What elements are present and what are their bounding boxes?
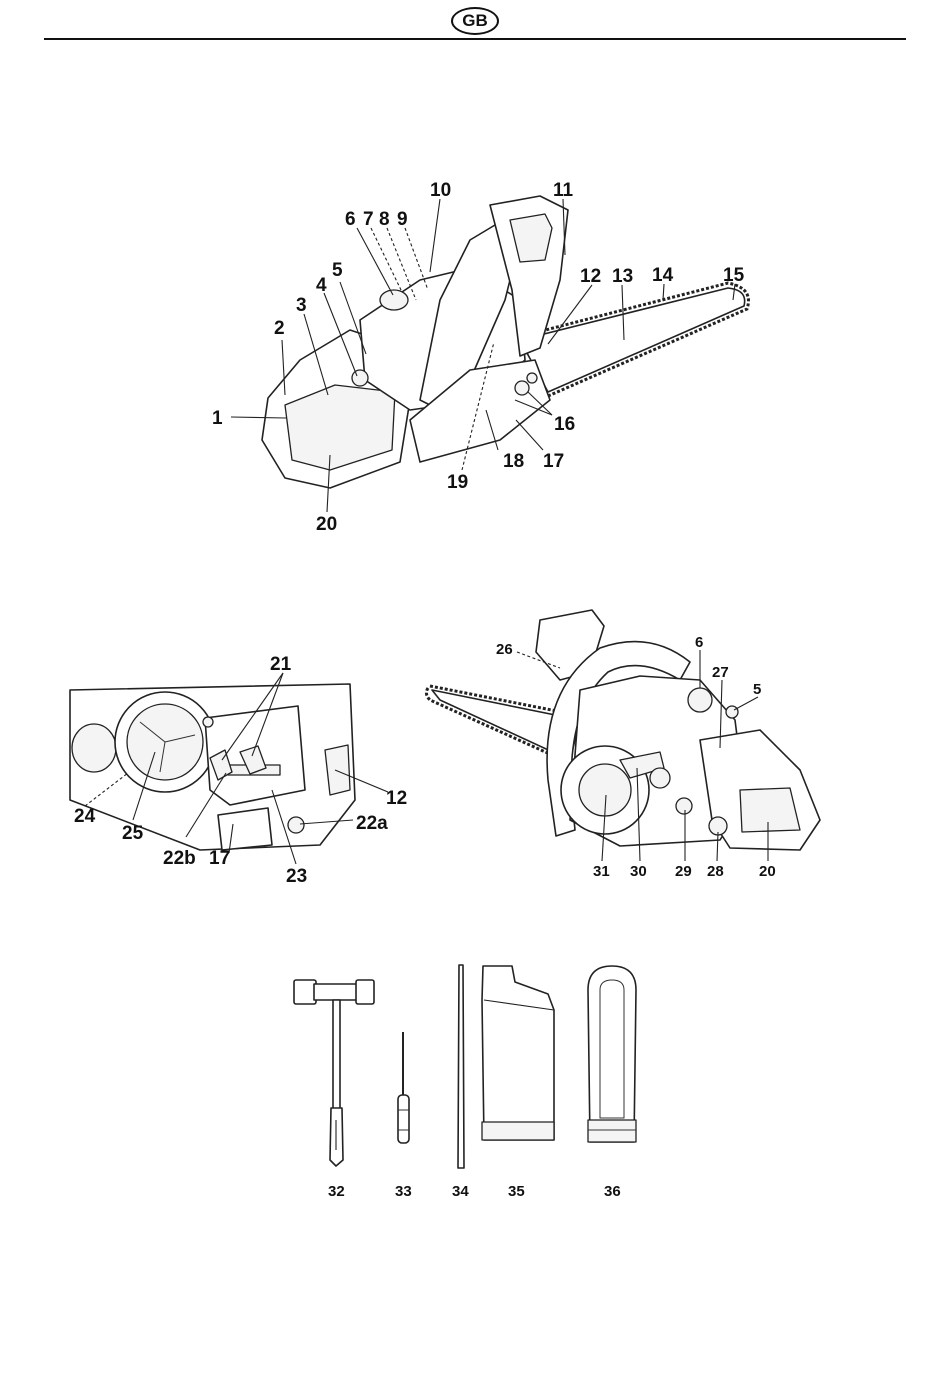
label-8: 8	[379, 209, 390, 230]
label-7: 7	[363, 209, 374, 230]
choke-knob	[352, 370, 368, 386]
label-24: 24	[74, 806, 96, 827]
label-23: 23	[286, 866, 307, 887]
figure-1-chainsaw: 1 2 3 4 5 6 7 8 9 10 11 12 13 14 15 16 1…	[212, 180, 748, 535]
label-35: 35	[508, 1183, 525, 1200]
decompression	[650, 768, 670, 788]
label-17: 17	[543, 451, 564, 472]
label-22a: 22a	[356, 813, 388, 834]
label-31: 31	[593, 863, 610, 880]
label-30: 30	[630, 863, 647, 880]
label-21: 21	[270, 654, 292, 675]
chain-file	[458, 965, 464, 1168]
label-17b: 17	[209, 848, 230, 869]
label-36: 36	[604, 1183, 621, 1200]
chain-catcher	[218, 808, 272, 850]
rear-handle-opening	[740, 788, 800, 832]
label-26: 26	[496, 641, 513, 658]
spark-boss	[72, 724, 116, 772]
figure-4-accessories: 32 33 34 35 36	[294, 965, 636, 1200]
bar-nut-2	[527, 373, 537, 383]
label-20b: 20	[759, 863, 776, 880]
combination-wrench	[294, 980, 374, 1166]
label-16: 16	[554, 414, 575, 435]
label-20: 20	[316, 514, 337, 535]
fuel-cap	[380, 290, 408, 310]
label-12: 12	[580, 266, 601, 287]
label-6: 6	[345, 209, 356, 230]
bar-nut	[515, 381, 529, 395]
label-13: 13	[612, 266, 633, 287]
label-29: 29	[675, 863, 692, 880]
label-33: 33	[395, 1183, 412, 1200]
bar-cover	[588, 966, 636, 1142]
label-5: 5	[332, 260, 343, 281]
label-22b: 22b	[163, 848, 196, 869]
label-28: 28	[707, 863, 724, 880]
fuel-cap-side	[688, 688, 712, 712]
choke-knob-side	[726, 706, 738, 718]
label-18: 18	[503, 451, 524, 472]
label-27: 27	[712, 664, 729, 681]
label-15: 15	[723, 265, 745, 286]
primer-bulb	[676, 798, 692, 814]
label-19: 19	[447, 472, 468, 493]
label-34: 34	[452, 1183, 469, 1200]
plate-bolt	[203, 717, 213, 727]
screwdriver	[398, 1032, 409, 1143]
figure-2-sprocket-closeup: 21 24 25 22b 17 23 22a 12	[70, 654, 407, 887]
label-4: 4	[316, 275, 327, 296]
label-5b: 5	[753, 681, 761, 698]
figure-3-chainsaw-side: 26 6 27 5 31 30 29 28 20	[426, 610, 820, 880]
tensioner-screw	[288, 817, 304, 833]
brake-part	[325, 745, 350, 795]
label-1: 1	[212, 408, 223, 429]
label-12b: 12	[386, 788, 407, 809]
label-11: 11	[553, 180, 574, 201]
label-14: 14	[652, 265, 674, 286]
label-9: 9	[397, 209, 408, 230]
label-2: 2	[274, 318, 285, 339]
label-32: 32	[328, 1183, 345, 1200]
oil-bottle	[482, 966, 554, 1140]
label-6b: 6	[695, 634, 703, 651]
label-10: 10	[430, 180, 451, 201]
label-25: 25	[122, 823, 144, 844]
label-3: 3	[296, 295, 307, 316]
